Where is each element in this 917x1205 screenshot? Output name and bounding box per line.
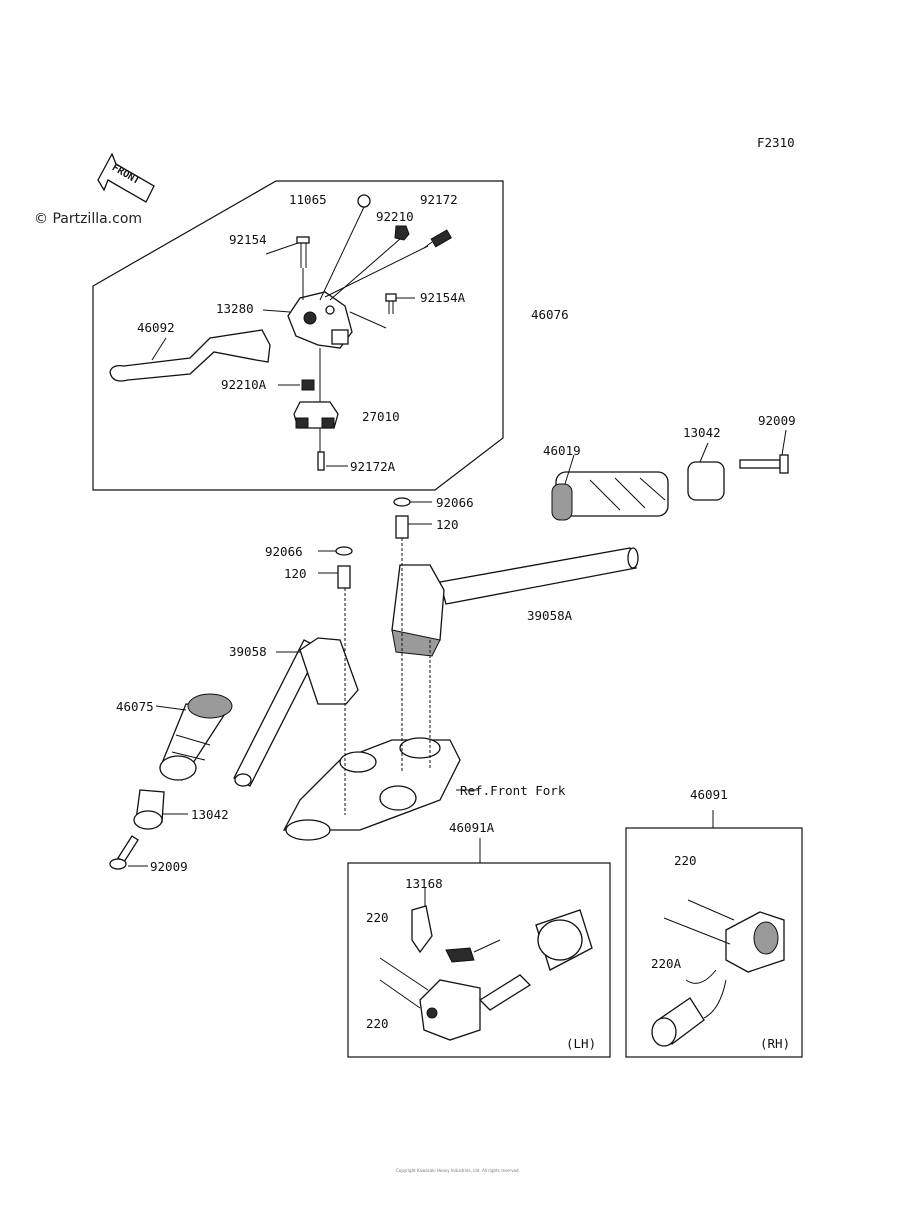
screw-92009-right bbox=[739, 429, 789, 474]
label-46092: 46092 bbox=[137, 320, 175, 335]
label-92066-right: 92066 bbox=[436, 495, 474, 510]
label-13042-left: 13042 bbox=[191, 807, 229, 822]
cap-11065 bbox=[357, 194, 371, 208]
label-11065: 11065 bbox=[289, 192, 327, 207]
label-92154: 92154 bbox=[229, 232, 267, 247]
label-220-lh-top: 220 bbox=[366, 910, 389, 925]
grip-46075 bbox=[155, 693, 233, 781]
rh-switch-box bbox=[625, 827, 803, 1058]
washer-92066-right bbox=[393, 497, 411, 507]
front-arrow-icon: FRONT bbox=[97, 152, 155, 203]
label-220A: 220A bbox=[651, 956, 682, 971]
label-13280: 13280 bbox=[216, 301, 254, 316]
label-27010: 27010 bbox=[362, 409, 400, 424]
label-46019: 46019 bbox=[543, 443, 581, 458]
lever-assembly-box bbox=[92, 180, 504, 491]
nut-92210A bbox=[301, 379, 315, 391]
label-92172: 92172 bbox=[420, 192, 458, 207]
label-120-left: 120 bbox=[284, 566, 307, 581]
label-220-rh: 220 bbox=[674, 853, 697, 868]
weight-13042-left bbox=[133, 789, 188, 830]
screw-92172 bbox=[423, 229, 452, 249]
switch-housing-rh bbox=[651, 911, 785, 1047]
washer-92066-left bbox=[335, 546, 353, 556]
label-39058A: 39058A bbox=[527, 608, 573, 623]
lever-holder-13280 bbox=[287, 291, 353, 349]
label-92210: 92210 bbox=[376, 209, 414, 224]
weight-13042-right bbox=[687, 442, 725, 501]
label-92210A: 92210A bbox=[221, 377, 267, 392]
label-39058: 39058 bbox=[229, 644, 267, 659]
label-46091: 46091 bbox=[690, 787, 728, 802]
grip-46019 bbox=[551, 454, 669, 521]
nut-92210 bbox=[394, 225, 410, 241]
label-lh: (LH) bbox=[566, 1036, 596, 1051]
lever-46092 bbox=[109, 329, 271, 382]
footer-copyright: Copyright Kawasaki Heavy Industries, Ltd… bbox=[396, 1168, 520, 1173]
label-92009-right: 92009 bbox=[758, 413, 796, 428]
label-ref-front-fork: Ref.Front Fork bbox=[460, 783, 566, 798]
partzilla-watermark: © Partzilla.com bbox=[34, 211, 142, 227]
lh-switch-box bbox=[347, 862, 611, 1058]
label-92066-left: 92066 bbox=[265, 544, 303, 559]
switch-27010 bbox=[293, 401, 339, 429]
diagram-code: F2310 bbox=[757, 135, 795, 150]
label-13042-right: 13042 bbox=[683, 425, 721, 440]
label-46075: 46075 bbox=[116, 699, 154, 714]
screw-92172A bbox=[317, 451, 325, 471]
label-13168: 13168 bbox=[405, 876, 443, 891]
switch-housing-lh bbox=[419, 909, 593, 1041]
label-220-lh-bottom: 220 bbox=[366, 1016, 389, 1031]
bolt-120-left bbox=[337, 565, 351, 589]
bolt-92154A bbox=[385, 293, 397, 314]
upper-triple-clamp bbox=[282, 737, 478, 841]
handlebar-39058A bbox=[391, 547, 639, 657]
bolt-92154 bbox=[296, 236, 310, 268]
screw-92009-left bbox=[109, 835, 148, 870]
label-rh: (RH) bbox=[760, 1036, 790, 1051]
label-120-right: 120 bbox=[436, 517, 459, 532]
label-92154A: 92154A bbox=[420, 290, 466, 305]
label-92172A: 92172A bbox=[350, 459, 396, 474]
clutch-switch-13168 bbox=[411, 905, 433, 954]
label-92009-left: 92009 bbox=[150, 859, 188, 874]
bolt-120-right bbox=[395, 515, 409, 539]
label-46091A: 46091A bbox=[449, 820, 495, 835]
label-46076: 46076 bbox=[531, 307, 569, 322]
handlebar-39058 bbox=[233, 637, 359, 787]
